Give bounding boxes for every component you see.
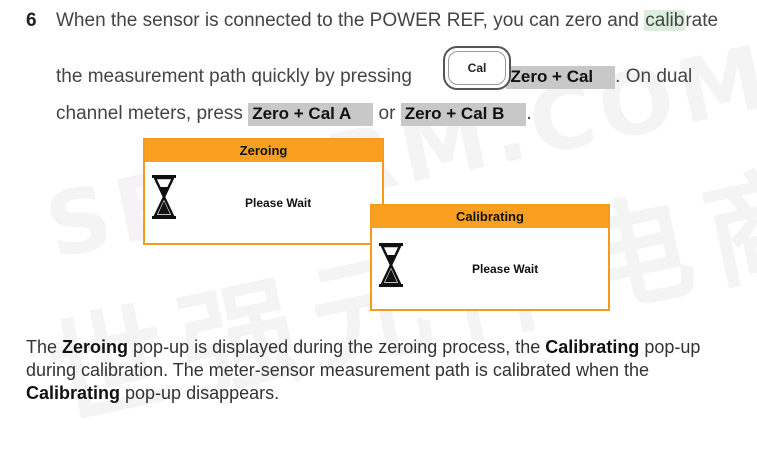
- zeroing-popup-title: Zeroing: [145, 140, 382, 162]
- zero-cal-a-softkey: Zero + Cal A: [248, 103, 374, 126]
- calibrating-popup: Calibrating Please Wait: [370, 204, 610, 311]
- zero-cal-b-softkey: Zero + Cal B: [400, 103, 527, 126]
- zeroing-please-wait: Please Wait: [245, 196, 312, 210]
- hourglass-icon: [152, 175, 176, 219]
- step-text-line-1-end: rate: [685, 10, 719, 31]
- cal-hardkey-label: Cal: [448, 51, 506, 85]
- zero-cal-softkey: Zero + Cal: [506, 66, 616, 89]
- step-text-line-2-end: . On dual: [615, 66, 693, 87]
- period-text: .: [526, 103, 532, 124]
- step-text-line-1: When the sensor is connected to the POWE…: [56, 10, 718, 32]
- step-number: 6: [26, 10, 37, 31]
- step-text-line-1-start: When the sensor is connected to the POWE…: [56, 10, 645, 31]
- step-text-line-3-start: channel meters, press: [56, 103, 243, 124]
- para-bold-zeroing: Zeroing: [62, 337, 129, 357]
- description-paragraph: The Zeroing pop-up is displayed during t…: [26, 336, 746, 405]
- step-text-line-2: the measurement path quickly by pressing…: [56, 66, 692, 89]
- hourglass-icon: [379, 243, 403, 287]
- para-text-2: pop-up is displayed during the zeroing p…: [128, 337, 546, 357]
- para-text-3: pop-up during calibration. The meter-sen…: [26, 337, 701, 380]
- para-text-4: pop-up disappears.: [120, 383, 280, 403]
- step-text-line-2-start: the measurement path quickly by pressing: [56, 66, 412, 87]
- para-bold-calibrating-2: Calibrating: [26, 383, 121, 403]
- or-text: or: [378, 103, 396, 124]
- highlighted-word: calib: [644, 10, 686, 31]
- cal-hardkey: Cal: [443, 46, 511, 90]
- para-bold-calibrating-1: Calibrating: [545, 337, 640, 357]
- zeroing-popup: Zeroing Please Wait: [143, 138, 384, 245]
- para-text-1: The: [26, 337, 63, 357]
- step-text-line-3: channel meters, press Zero + Cal A or Ze…: [56, 103, 532, 126]
- calibrating-popup-title: Calibrating: [372, 206, 608, 228]
- calibrating-please-wait: Please Wait: [472, 262, 539, 276]
